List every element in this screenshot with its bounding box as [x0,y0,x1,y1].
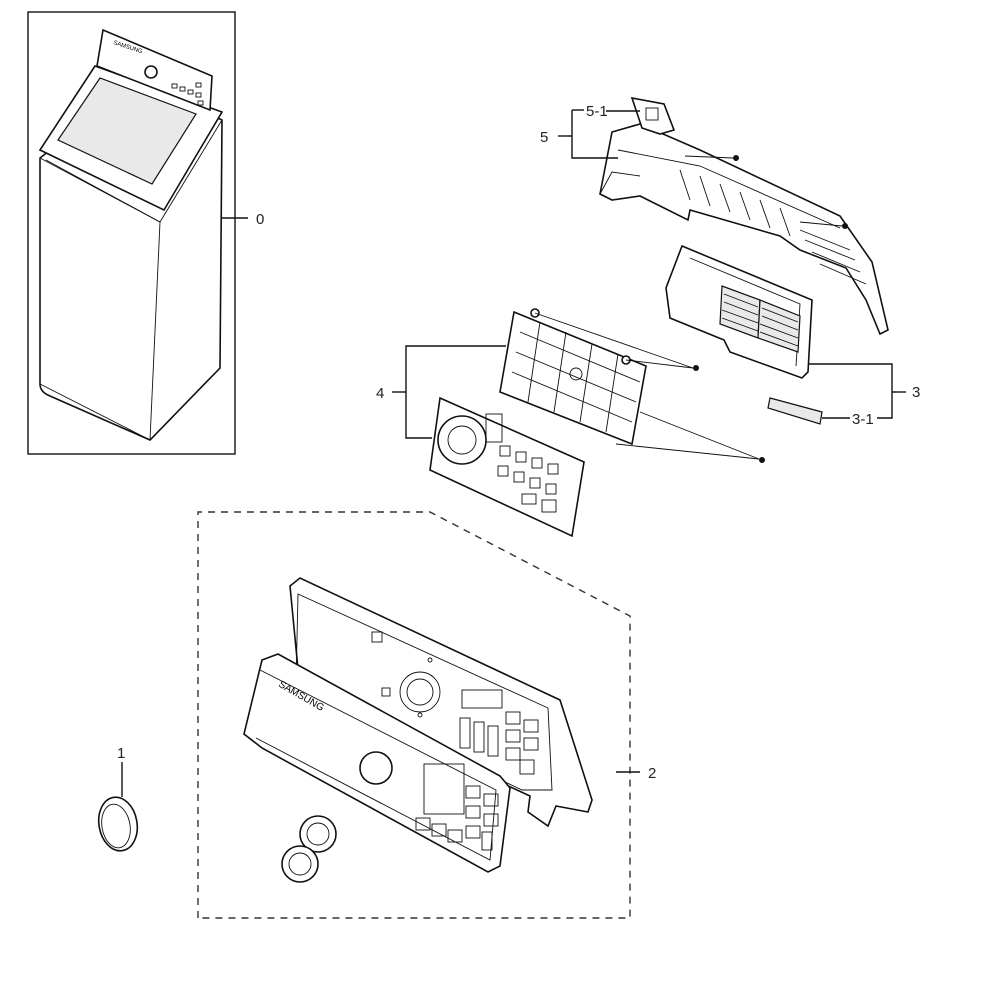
leader-5 [571,110,618,159]
screw-4b [759,457,765,463]
part-1-knob[interactable] [95,794,142,854]
rotary-encoder-ring [437,415,487,465]
callout-3: 3 [912,384,920,401]
part-0-washer[interactable]: SAMSUNG [27,11,236,455]
knob-opening [359,751,393,785]
callout-4: 4 [376,385,384,402]
part-3-1-label[interactable] [767,397,823,425]
screw-5a [733,155,739,161]
control-panel-group-boundary [197,511,631,919]
callout-1: 1 [117,745,125,762]
part-5-bracket[interactable] [599,123,889,336]
dial-rings [281,815,337,883]
leader-3 [808,363,893,419]
callout-5-1: 5-1 [586,103,608,120]
callout-0: 0 [256,211,264,228]
part-4-pcb-board[interactable] [429,396,585,538]
part-3-pcb-cover[interactable] [665,244,813,379]
screw-4a [693,365,699,371]
screw-5b [842,223,848,229]
part-5-1-connector[interactable] [630,96,676,135]
washer-frame-box [27,11,236,455]
callout-3-1: 3-1 [852,411,874,428]
part-2-control-panel[interactable]: SAMSUNG [243,577,593,883]
part-4-pcb-frame[interactable] [499,308,647,446]
callout-2: 2 [648,765,656,782]
callout-5: 5 [540,129,548,146]
